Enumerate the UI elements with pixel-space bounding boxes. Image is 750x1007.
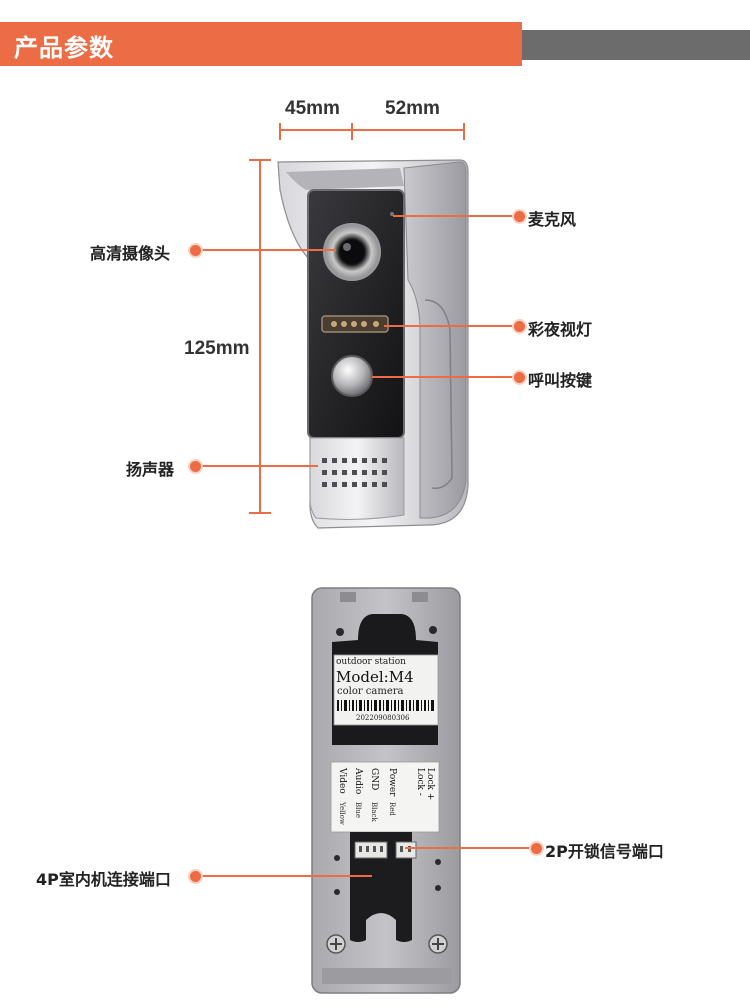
terminal-red: Red <box>388 802 396 816</box>
label-mic: 麦克风 <box>528 210 577 229</box>
callout-dot-camera <box>188 243 203 258</box>
dimension-lines <box>249 123 465 514</box>
label-night-light: 彩夜视灯 <box>528 320 593 339</box>
dimension-height: 125mm <box>184 338 250 359</box>
label-call-button: 呼叫按键 <box>528 371 593 390</box>
section-header-gray-bar <box>522 30 750 60</box>
dimension-width-b: 52mm <box>385 98 440 119</box>
terminal-audio: Audio <box>353 767 363 794</box>
dimension-width-a: 45mm <box>285 98 340 119</box>
callout-lines <box>196 215 536 877</box>
callout-dot-call-button <box>512 370 527 385</box>
callout-dot-lock-port <box>529 841 544 856</box>
doorbell-front <box>277 159 469 529</box>
label-lock-port: 2P开锁信号端口 <box>545 842 664 861</box>
callout-dot-speaker <box>188 459 203 474</box>
section-title: 产品参数 <box>14 34 114 62</box>
callout-dot-night-light <box>512 319 527 334</box>
terminal-black: Black <box>370 802 378 822</box>
sticker-line1: outdoor station <box>336 657 406 667</box>
terminal-lock-minus: Lock - <box>415 768 425 796</box>
terminal-gnd: GND <box>369 768 379 790</box>
sticker-model: Model:M4 <box>336 668 414 686</box>
label-camera: 高清摄像头 <box>90 244 171 263</box>
terminal-video: Video <box>337 767 347 794</box>
sticker-subtitle: color camera <box>337 686 404 697</box>
terminal-blue: Blue <box>354 802 362 818</box>
terminal-power: Power <box>387 768 397 797</box>
sticker-serial: 202209080306 <box>356 714 410 722</box>
doorbell-back <box>311 587 461 994</box>
callout-dot-indoor-port <box>188 869 203 884</box>
section-header-bar <box>0 22 522 66</box>
label-speaker: 扬声器 <box>126 460 175 479</box>
terminal-lock-plus: Lock + <box>425 768 435 800</box>
label-indoor-port: 4P室内机连接端口 <box>36 870 171 889</box>
callout-dot-mic <box>512 209 527 224</box>
terminal-yellow: Yellow <box>338 801 346 825</box>
